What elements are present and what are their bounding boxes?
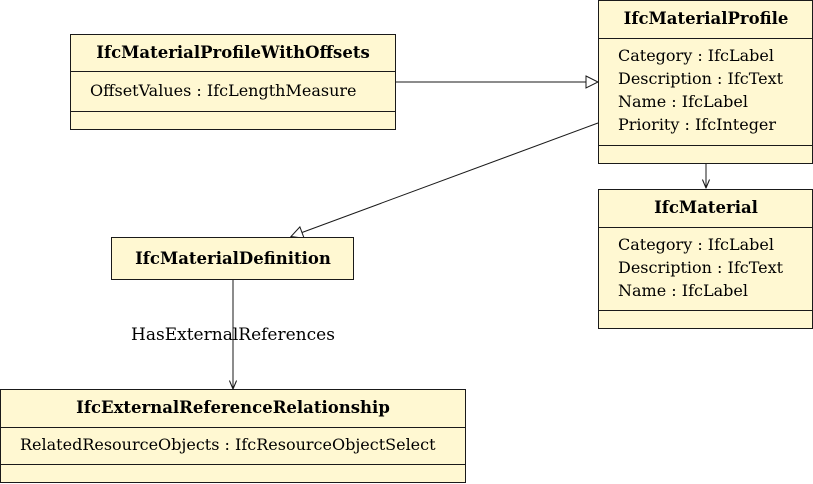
- class-ifc-material-profile[interactable]: IfcMaterialProfile Category : IfcLabel D…: [598, 0, 813, 164]
- class-attribute: RelatedResourceObjects : IfcResourceObje…: [20, 435, 436, 454]
- class-name: IfcMaterialProfileWithOffsets: [96, 43, 369, 62]
- class-ifc-external-reference-relationship[interactable]: IfcExternalReferenceRelationship Related…: [0, 389, 466, 483]
- class-attribute: OffsetValues : IfcLengthMeasure: [90, 81, 356, 100]
- generalization-profile-to-definition: [289, 122, 599, 239]
- class-name: IfcMaterialDefinition: [135, 249, 331, 268]
- class-ifc-material-profile-with-offsets[interactable]: IfcMaterialProfileWithOffsets OffsetValu…: [70, 34, 396, 130]
- class-ifc-material-definition[interactable]: IfcMaterialDefinition: [111, 237, 354, 280]
- class-attribute: Category : IfcLabel: [618, 235, 774, 254]
- class-attribute: Name : IfcLabel: [618, 281, 748, 300]
- class-name: IfcMaterial: [654, 198, 758, 217]
- class-attribute: Description : IfcText: [618, 258, 784, 277]
- class-name: IfcMaterialProfile: [624, 9, 789, 28]
- class-attribute: Description : IfcText: [618, 69, 784, 88]
- class-attribute: Name : IfcLabel: [618, 92, 748, 111]
- generalization-arrowhead: [585, 75, 600, 89]
- association-label-has-external-references: HasExternalReferences: [131, 325, 335, 345]
- generalization-arrowhead: [289, 225, 305, 239]
- association-has-external-references: HasExternalReferences: [131, 280, 335, 389]
- class-attribute: Priority : IfcInteger: [618, 115, 776, 134]
- class-name: IfcExternalReferenceRelationship: [76, 398, 390, 417]
- class-attribute: Category : IfcLabel: [618, 46, 774, 65]
- class-ifc-material[interactable]: IfcMaterial Category : IfcLabel Descript…: [598, 189, 813, 329]
- generalization-offsets-to-profile: [396, 75, 600, 89]
